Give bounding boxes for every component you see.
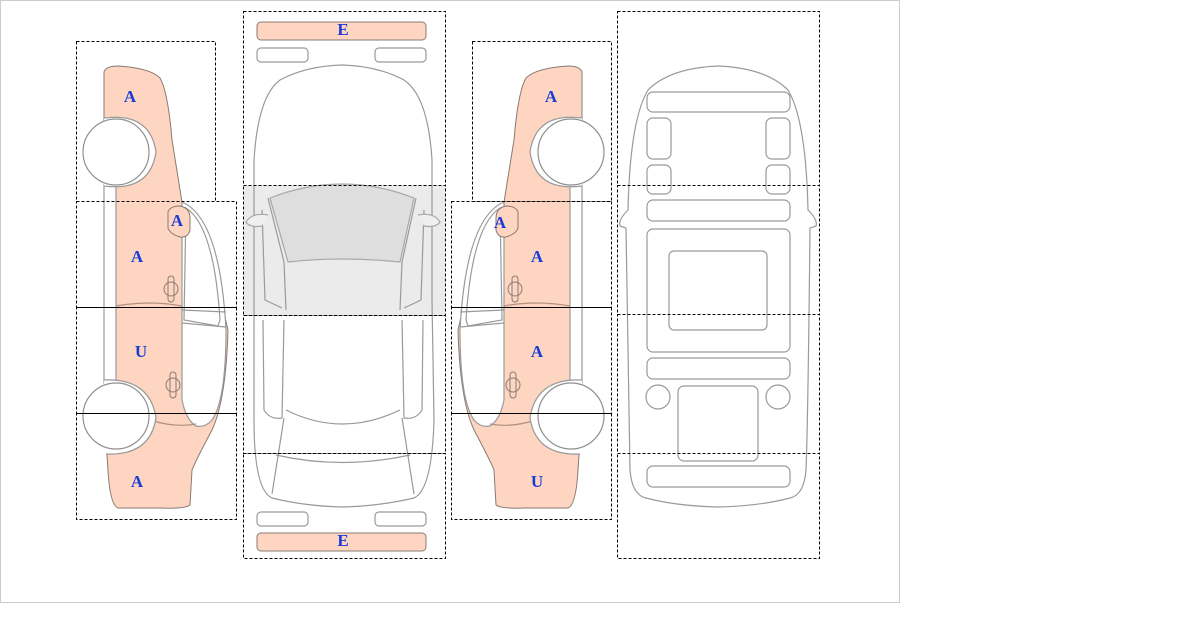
front-right-light bbox=[374, 47, 427, 63]
label-right-rear-quarter: U bbox=[531, 472, 543, 491]
zone-left-front-fender[interactable] bbox=[76, 41, 216, 202]
label-right-rear-door: A bbox=[531, 342, 544, 361]
top-exterior-view: E E bbox=[243, 11, 446, 559]
label-right-mirror: A bbox=[494, 213, 507, 232]
right-side-view: A A A A U bbox=[451, 41, 612, 520]
door-handle-icon bbox=[165, 371, 181, 399]
rear-wheel-icon bbox=[82, 379, 157, 455]
zone-windshield-roof[interactable] bbox=[243, 185, 446, 316]
front-left-light bbox=[256, 47, 309, 63]
zone-interior-rear-seats[interactable] bbox=[617, 314, 820, 454]
label-left-mirror: A bbox=[171, 211, 184, 230]
rear-bumper[interactable] bbox=[256, 532, 427, 552]
door-handle-icon bbox=[507, 275, 523, 303]
label-rear-bumper: E bbox=[337, 531, 348, 550]
interior-top-view bbox=[617, 11, 820, 559]
rear-wheel-icon bbox=[529, 379, 605, 455]
right-mirror[interactable] bbox=[495, 205, 519, 238]
zone-right-front-door[interactable] bbox=[451, 201, 612, 308]
rear-left-light bbox=[256, 511, 309, 527]
zone-interior-front[interactable] bbox=[617, 11, 820, 186]
zone-hood[interactable] bbox=[243, 11, 446, 186]
zone-interior-front-seats[interactable] bbox=[617, 185, 820, 315]
label-left-front-door: A bbox=[131, 247, 144, 266]
zone-left-front-door[interactable] bbox=[76, 201, 237, 308]
door-handle-icon bbox=[505, 371, 521, 399]
front-wheel-icon bbox=[82, 116, 157, 188]
zone-interior-cargo[interactable] bbox=[617, 453, 820, 559]
zone-left-rear-quarter[interactable] bbox=[76, 413, 237, 520]
label-right-front-door: A bbox=[531, 247, 544, 266]
label-left-front-fender: A bbox=[124, 87, 137, 106]
zone-roof-rear[interactable] bbox=[243, 315, 446, 454]
front-bumper[interactable] bbox=[256, 21, 427, 41]
zone-right-rear-door[interactable] bbox=[451, 307, 612, 414]
left-mirror[interactable] bbox=[167, 205, 191, 238]
label-right-front-fender: A bbox=[545, 87, 558, 106]
label-left-rear-quarter: A bbox=[131, 472, 144, 491]
front-wheel-icon bbox=[529, 116, 605, 188]
zone-trunk[interactable] bbox=[243, 453, 446, 559]
door-handle-icon bbox=[163, 275, 179, 303]
label-left-rear-door: U bbox=[135, 342, 147, 361]
zone-left-rear-door[interactable] bbox=[76, 307, 237, 414]
label-front-bumper: E bbox=[337, 20, 348, 39]
zone-right-rear-quarter[interactable] bbox=[451, 413, 612, 520]
zone-right-front-fender[interactable] bbox=[472, 41, 612, 202]
left-side-view: A A A U A bbox=[76, 41, 237, 520]
rear-right-light bbox=[374, 511, 427, 527]
